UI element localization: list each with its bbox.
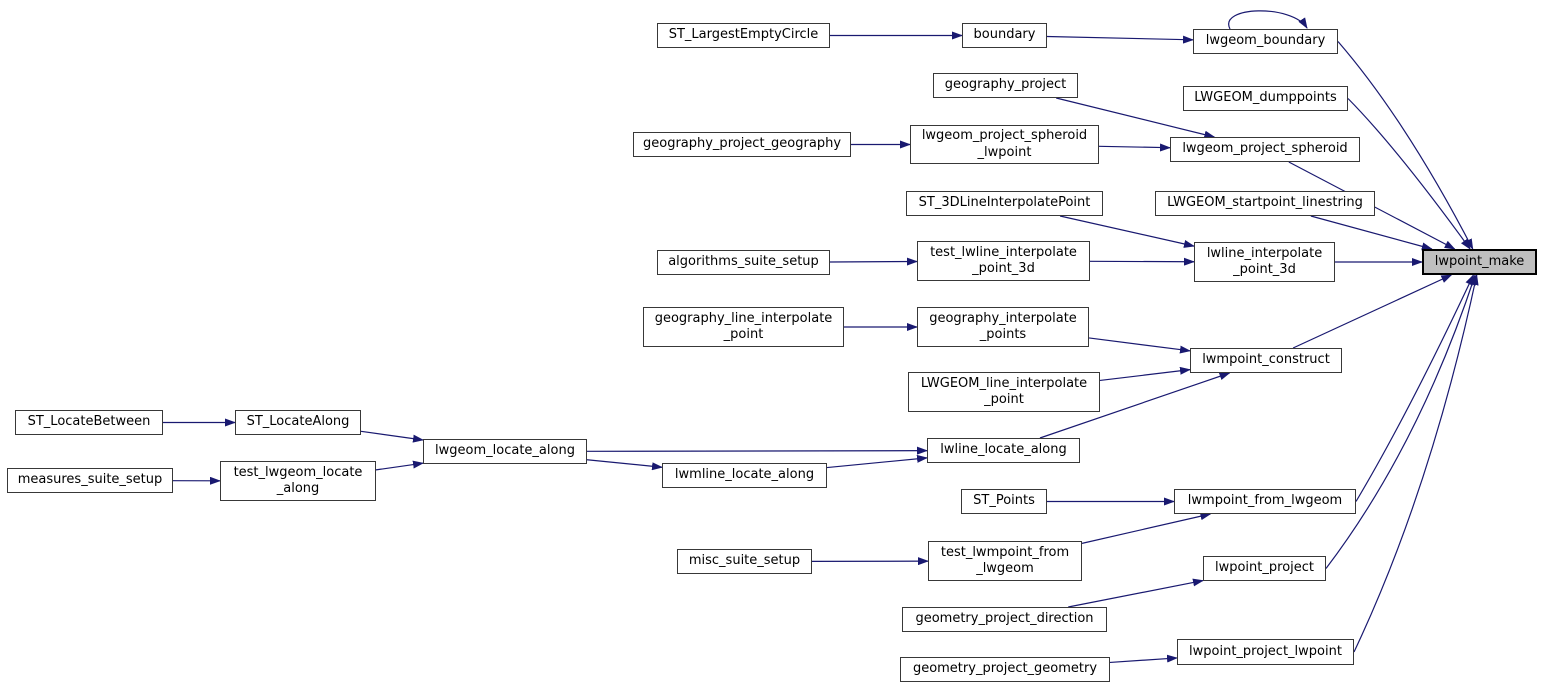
edge-lwmpoint_from_lwgeom-lwpoint_make [1355,274,1474,502]
node-label: geometry_project_geometry [912,661,1098,677]
node-label: lwmline_locate_along [674,467,815,483]
node-lwgeom_project_spheroid[interactable]: lwgeom_project_spheroid [1170,137,1360,162]
edge-lwgeom_project_spheroid_lwpoint-lwgeom_project_spheroid [1098,143,1171,152]
edge-geometry_project_geometry-lwpoint_project_lwpoint [1109,654,1178,664]
node-test_lwmpoint_from_lwgeom[interactable]: test_lwmpoint_from_lwgeom [928,541,1082,581]
node-lwmpoint_construct[interactable]: lwmpoint_construct [1190,348,1342,373]
node-geography_project[interactable]: geography_project [933,73,1078,98]
node-st_largestemptycircle[interactable]: ST_LargestEmptyCircle [657,23,830,48]
node-geometry_project_direction[interactable]: geometry_project_direction [902,607,1107,632]
edge-lwgeom_dumppoints-lwpoint_make [1347,98,1471,250]
node-test_lwgeom_locate_along[interactable]: test_lwgeom_locate_along [220,461,376,501]
node-label: geography_project [944,77,1067,93]
node-label: _lwgeom [976,561,1034,576]
node-label: lwgeom_project_spheroid [921,128,1088,144]
node-lwline_interpolate_point_3d[interactable]: lwline_interpolate_point_3d [1194,242,1335,282]
node-label: ST_LocateBetween [27,414,151,430]
node-label: ST_3DLineInterpolatePoint [918,195,1091,211]
node-label: _point [984,392,1024,407]
node-st_points[interactable]: ST_Points [961,489,1047,514]
node-label: LWGEOM_startpoint_linestring [1167,195,1363,211]
edge-lwgeom_locate_along-lwmline_locate_along [586,459,663,471]
node-lwpoint_make: lwpoint_make [1422,249,1537,275]
node-geography_interpolate_points[interactable]: geography_interpolate_points [917,307,1089,347]
node-label: lwgeom_project_spheroid [1182,141,1348,157]
edge-lwmpoint_construct-lwpoint_make [1292,274,1453,349]
node-geography_project_geography[interactable]: geography_project_geography [633,132,851,157]
node-lwgeom_locate_along[interactable]: lwgeom_locate_along [423,439,587,464]
node-label: lwpoint_project [1214,560,1315,576]
node-label: measures_suite_setup [17,472,163,488]
edge-lwpoint_project_lwpoint-lwpoint_make [1353,274,1479,653]
edge-lwmline_locate_along-lwline_locate_along [826,454,928,469]
node-lwgeom_line_interpolate_point[interactable]: LWGEOM_line_interpolate_point [908,372,1100,412]
node-label: _point_3d [972,261,1035,276]
node-label: lwline_locate_along [940,442,1067,458]
node-label: geometry_project_direction [915,611,1094,627]
node-label: lwgeom_boundary [1205,33,1326,49]
node-label: _point_3d [1233,262,1296,277]
node-test_lwline_interpolate_point_3d[interactable]: test_lwline_interpolate_point_3d [917,241,1090,281]
edge-algorithms_suite_setup-test_lwline_interpolate_point_3d [829,257,918,266]
node-label: lwmpoint_from_lwgeom [1187,493,1343,509]
node-label: test_lwline_interpolate [930,244,1077,260]
node-label: _along [276,481,320,496]
node-label: LWGEOM_line_interpolate [920,375,1088,391]
edge-test_lwmpoint_from_lwgeom-lwmpoint_from_lwgeom [1081,512,1212,544]
node-label: lwgeom_locate_along [435,443,575,459]
node-label: lwmpoint_construct [1202,352,1330,368]
node-measures_suite_setup[interactable]: measures_suite_setup [7,468,173,493]
node-label: _lwpoint [977,144,1032,160]
node-label: ST_LargestEmptyCircle [668,27,819,43]
node-label: _points [979,327,1027,342]
edge-boundary-lwgeom_boundary [1046,35,1194,44]
node-st_3dlineinterpolatepoint[interactable]: ST_3DLineInterpolatePoint [906,191,1103,216]
edge-lwpoint_project-lwpoint_make [1325,274,1476,569]
node-st_locatebetween[interactable]: ST_LocateBetween [15,410,163,435]
node-label: algorithms_suite_setup [668,254,819,270]
node-label: geography_project_geography [642,136,842,152]
node-lwpoint_project_lwpoint[interactable]: lwpoint_project_lwpoint [1177,639,1354,665]
node-label: geography_interpolate [929,310,1077,326]
edge-geography_interpolate_points-lwmpoint_construct [1088,337,1191,354]
node-lwgeom_startpoint_linestring[interactable]: LWGEOM_startpoint_linestring [1155,191,1375,216]
node-st_locatealong[interactable]: ST_LocateAlong [235,410,361,435]
node-lwmpoint_from_lwgeom[interactable]: lwmpoint_from_lwgeom [1174,489,1356,514]
node-geography_line_interpolate_point[interactable]: geography_line_interpolate_point [643,307,844,347]
node-algorithms_suite_setup[interactable]: algorithms_suite_setup [657,250,830,275]
node-label: lwpoint_project_lwpoint [1189,643,1342,659]
node-label: _point [723,327,764,342]
node-lwgeom_boundary[interactable]: lwgeom_boundary [1193,29,1338,54]
node-geometry_project_geometry[interactable]: geometry_project_geometry [900,657,1110,682]
edge-st_locatealong-lwgeom_locate_along [360,430,424,443]
node-boundary[interactable]: boundary [962,23,1047,48]
node-label: boundary [973,27,1036,43]
node-label: lwline_interpolate [1206,245,1323,261]
node-label: lwpoint_make [1434,253,1525,269]
edge-lwgeom_locate_along-lwline_locate_along [586,446,928,455]
node-lwpoint_project[interactable]: lwpoint_project [1203,556,1326,581]
edge-test_lwgeom_locate_along-lwgeom_locate_along [375,460,424,471]
node-misc_suite_setup[interactable]: misc_suite_setup [677,549,812,574]
edge-geometry_project_direction-lwpoint_project [1068,578,1204,608]
node-lwline_locate_along[interactable]: lwline_locate_along [927,438,1080,463]
node-label: geography_line_interpolate [654,310,833,326]
edge-lwgeom_boundary-lwgeom_boundary [1228,10,1308,30]
edge-lwgeom_line_interpolate_point-lwmpoint_construct [1099,366,1191,382]
node-label: LWGEOM_dumppoints [1194,90,1337,106]
node-lwgeom_dumppoints[interactable]: LWGEOM_dumppoints [1183,86,1348,111]
node-label: test_lwmpoint_from [940,544,1070,560]
node-label: test_lwgeom_locate [233,464,363,480]
node-label: misc_suite_setup [688,553,801,569]
node-label: ST_Points [973,493,1035,509]
node-lwgeom_project_spheroid_lwpoint[interactable]: lwgeom_project_spheroid_lwpoint [910,125,1099,164]
node-lwmline_locate_along[interactable]: lwmline_locate_along [662,463,827,488]
node-label: ST_LocateAlong [246,414,350,430]
